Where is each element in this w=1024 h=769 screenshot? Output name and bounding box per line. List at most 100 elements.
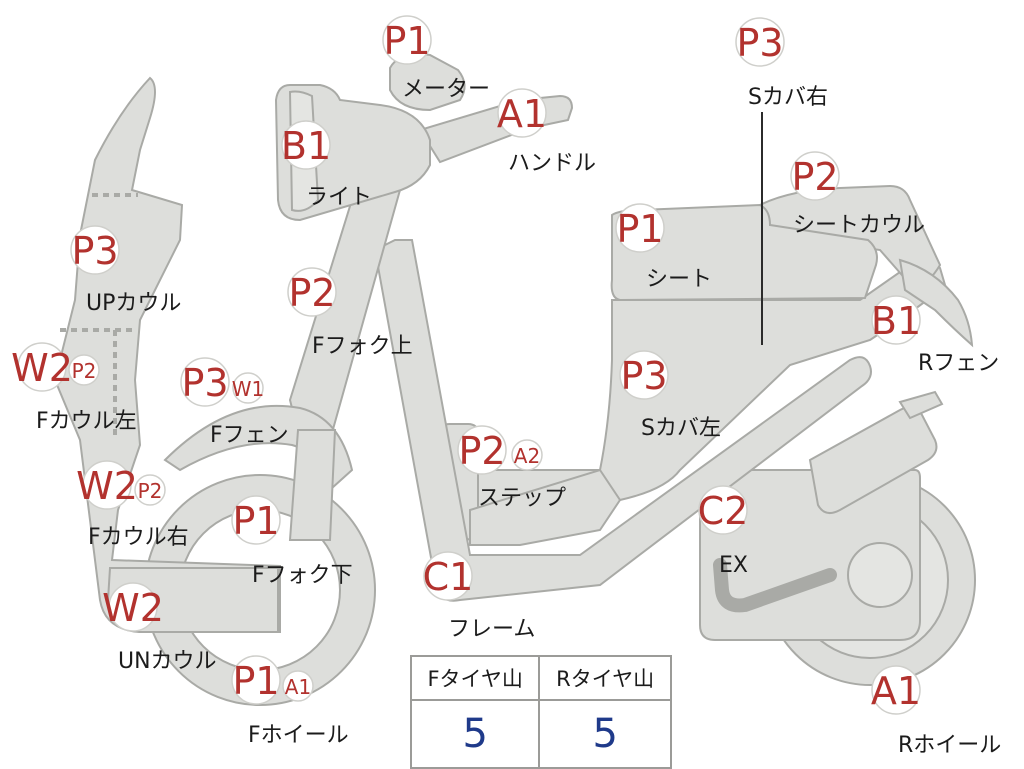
part-code: W1 [232,377,265,401]
part-label-meter: メーター [402,77,490,102]
front-fork-lower-shape [288,429,337,541]
badge-circle [382,15,432,65]
badge-circle [232,372,264,404]
badge-circle [231,495,281,545]
badge-circle [423,551,473,601]
part-label-side-cover-left: Sカバ左 [641,416,721,441]
part-code-badge-secondary: W1 [232,372,265,404]
part-code-badge: P2 [790,151,840,201]
part-code-badge: P1 [231,655,281,705]
part-label-f-wheel: Fホイール [248,723,349,748]
part-code-badge: A1 [497,88,547,138]
badge-circle [17,342,67,392]
badge-circle [282,670,314,702]
f-tire-value: 5 [409,699,541,769]
badge-circle [82,460,132,510]
part-code-badge: P2 [457,425,507,475]
part-code-badge: P3 [180,357,230,407]
part-code-badge: W2 [11,342,73,392]
part-code: P2 [138,479,163,503]
f-tire-header: Fタイヤ山 [409,655,541,701]
part-code: B1 [871,299,921,343]
engine-hub [847,542,913,608]
part-label-handle: ハンドル [508,151,596,176]
part-code-badge: C1 [423,551,474,601]
part-code-badge: C2 [698,485,749,535]
part-code-badge: P3 [619,350,669,400]
part-code: A1 [871,669,921,713]
part-code: A1 [497,92,547,136]
part-label-frame: フレーム [448,617,535,642]
part-labels: メーターハンドルライトSカバ右シートカウルシートUPカウルFフォク上RフェンFカ… [36,77,1001,758]
part-code-badge: W2 [76,460,138,510]
badge-circle [497,88,547,138]
badge-circle [871,295,921,345]
part-code: P1 [232,659,279,703]
part-code: B1 [281,124,331,168]
part-code: W2 [11,346,73,390]
part-code: W2 [102,586,164,630]
badge-circle [287,267,337,317]
badge-circle [511,439,543,471]
seam-2 [60,328,135,440]
part-code-badge: P3 [70,225,120,275]
part-code: C2 [698,489,749,533]
badge-circle [231,655,281,705]
part-label-f-cowl-left: Fカウル左 [36,409,137,434]
part-code-badge: B1 [281,120,331,170]
part-label-r-wheel: Rホイール [898,733,1001,758]
part-code: P3 [620,354,667,398]
part-label-f-fork-upper: Fフォク上 [312,334,413,359]
part-code: W2 [76,464,138,508]
part-code-badge: P1 [382,15,432,65]
part-label-f-fender: Fフェン [210,423,289,448]
part-code-badge-secondary: A1 [282,670,314,702]
badge-circle [735,17,785,67]
badge-circle [619,350,669,400]
badge-circle [457,425,507,475]
badge-circle [70,225,120,275]
part-label-seat-cowl: シートカウル [793,213,925,238]
part-code: P1 [232,499,279,543]
badge-circle [698,485,748,535]
part-code: P3 [71,229,118,273]
part-code: P3 [736,21,783,65]
badge-circle [108,582,158,632]
part-label-f-fork-lower: Fフォク下 [252,563,353,588]
part-code: A2 [514,444,540,468]
part-label-exhaust: EX [719,553,748,578]
badge-circle [180,357,230,407]
part-label-un-cowl: UNカウル [118,649,217,674]
part-code-badge-secondary: P2 [134,474,166,506]
part-label-f-cowl-right: Fカウル右 [88,525,189,550]
part-label-light: ライト [306,185,372,210]
part-code-badge: P3 [735,17,785,67]
part-code: P2 [288,271,335,315]
badge-circle [790,151,840,201]
part-label-seat: シート [646,267,712,292]
r-tire-header: Rタイヤ山 [538,655,672,701]
part-code-badge: B1 [871,295,921,345]
r-tire-value: 5 [538,699,672,769]
part-label-step: ステップ [478,486,566,511]
part-code: P1 [383,19,430,63]
badge-circle [281,120,331,170]
part-code: P2 [72,359,97,383]
part-code-badge-secondary: P2 [68,354,100,386]
part-code-badge-secondary: A2 [511,439,543,471]
part-code-badge: P2 [287,267,337,317]
part-code-badge: A1 [871,665,921,715]
part-code-badge: W2 [102,582,164,632]
part-code-badge: P1 [615,203,665,253]
part-label-r-fender: Rフェン [918,351,999,376]
part-code: P3 [181,361,228,405]
part-code: C1 [423,555,474,599]
part-code: P2 [458,429,505,473]
rear-fender-shape [898,258,974,348]
shock-top [898,390,944,420]
tire-tread-table: Fタイヤ山 Rタイヤ山 5 5 [409,655,672,769]
part-code-badge: P1 [231,495,281,545]
part-code: P1 [616,207,663,251]
